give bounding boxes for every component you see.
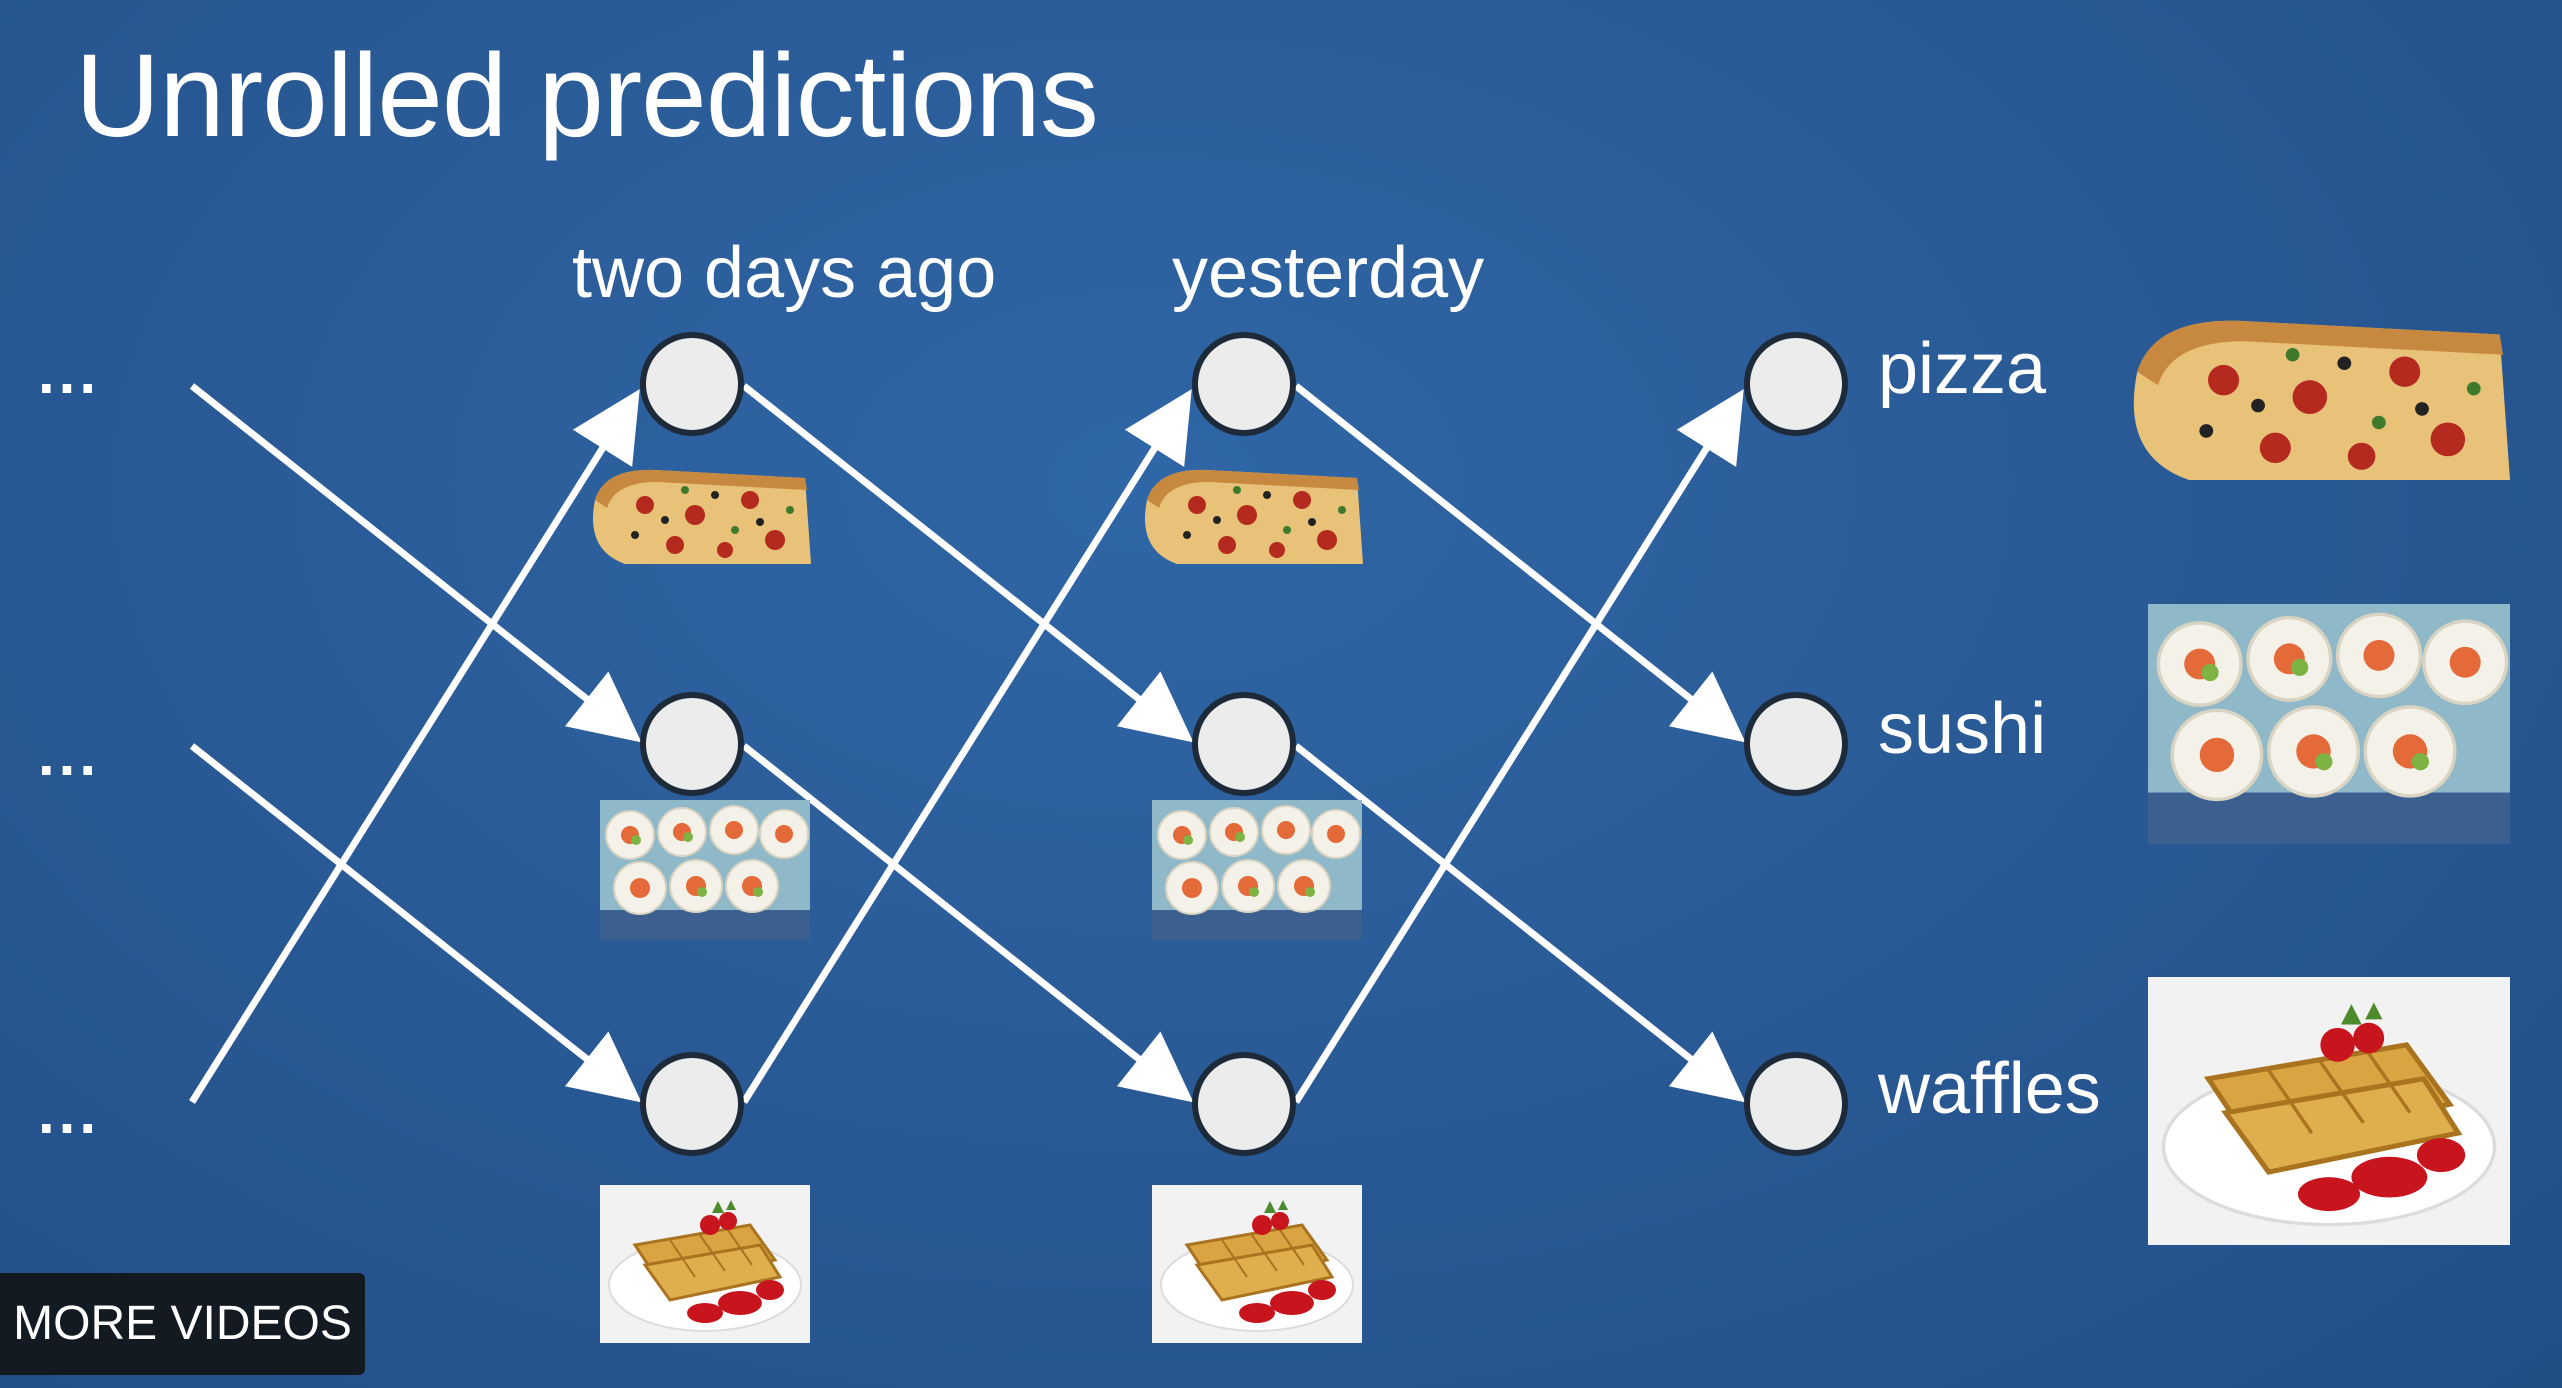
- pizza-image-large: [2133, 320, 2510, 480]
- arrow-e2-to-a3: [189, 743, 642, 1103]
- node-two-days-ago-sushi: [640, 692, 744, 796]
- ellipsis-row-1: ...: [38, 339, 101, 406]
- ellipsis-row-2: ...: [38, 721, 101, 788]
- pizza-image-small: [593, 469, 811, 564]
- output-label-pizza: pizza: [1878, 329, 2047, 409]
- column-label-yesterday: yesterday: [1172, 233, 1485, 313]
- ellipsis-row-3: ...: [38, 1079, 101, 1146]
- node-yesterday-pizza: [1192, 332, 1296, 436]
- sushi-image-small-2: [1152, 800, 1362, 940]
- arrow-a1-to-b2: [741, 383, 1194, 743]
- node-today-waffles: [1744, 1052, 1848, 1156]
- output-label-sushi: sushi: [1878, 689, 2047, 769]
- sushi-image-small: [600, 800, 810, 940]
- arrow-a2-to-b3: [741, 743, 1194, 1103]
- node-today-sushi: [1744, 692, 1848, 796]
- pizza-image-small-2: [1145, 469, 1363, 564]
- slide-title: Unrolled predictions: [75, 30, 1099, 162]
- waffles-image-small-2: [1152, 1185, 1362, 1343]
- node-yesterday-waffles: [1192, 1052, 1296, 1156]
- arrow-a3-to-b1: [741, 389, 1192, 1104]
- more-videos-button[interactable]: MORE VIDEOS: [0, 1273, 365, 1375]
- node-two-days-ago-waffles: [640, 1052, 744, 1156]
- node-yesterday-sushi: [1192, 692, 1296, 796]
- waffles-image-large: [2148, 977, 2510, 1245]
- column-label-two-days-ago: two days ago: [572, 233, 997, 313]
- node-two-days-ago-pizza: [640, 332, 744, 436]
- waffles-image-small: [600, 1185, 810, 1343]
- output-label-waffles: waffles: [1878, 1049, 2101, 1129]
- node-today-pizza: [1744, 332, 1848, 436]
- arrow-b3-to-c1: [1293, 389, 1744, 1104]
- arrow-b1-to-c2: [1293, 383, 1746, 743]
- arrow-e1-to-a2: [189, 383, 642, 743]
- sushi-image-large: [2148, 604, 2510, 844]
- arrow-b2-to-c3: [1293, 743, 1746, 1103]
- arrow-e3-to-a1: [189, 389, 640, 1104]
